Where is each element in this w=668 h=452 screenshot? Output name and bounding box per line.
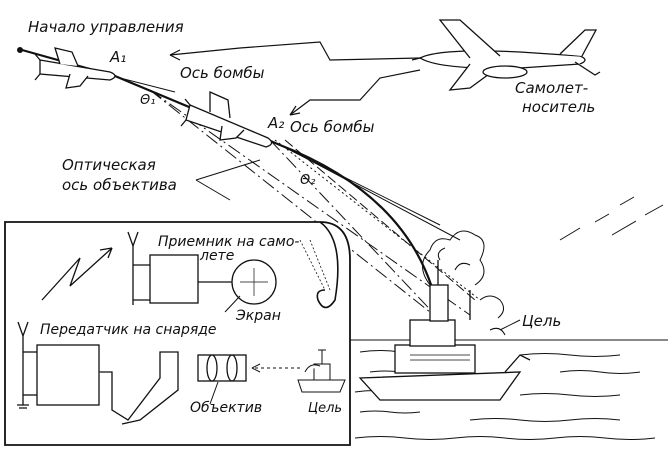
position-a1-label: A₁ — [109, 48, 126, 66]
lens-leader — [209, 381, 219, 405]
lens-icon — [197, 354, 247, 382]
theta2-label: Θ₂ — [300, 173, 315, 188]
guided-bomb-icon — [34, 47, 116, 89]
screen-label: Экран — [235, 308, 281, 324]
receiver-box — [149, 254, 199, 304]
carrier-label-line2: носитель — [522, 98, 595, 116]
receiver-label-line2: лете — [199, 248, 234, 264]
guided-bomb-icon — [180, 90, 273, 148]
sea — [345, 339, 668, 440]
optical-axis-label-line2: ось объектива — [62, 176, 177, 194]
bomb-axis-2-label: Ось бомбы — [290, 118, 375, 136]
bomb-axis-lines — [119, 77, 311, 161]
inset-panel: Приемник на само- лете Экран Передатчик … — [4, 221, 351, 446]
top-labels: Начало управления A₁ Ось бомбы Θ₁ A₂ Ось… — [28, 18, 595, 330]
optical-axis-lines — [149, 89, 481, 321]
camera-housing — [99, 351, 179, 425]
warship-icon — [358, 260, 531, 401]
optical-axis-label-line1: Оптическая — [62, 156, 156, 174]
bomb-axis-1-label: Ось бомбы — [180, 64, 265, 82]
receiver-label-line1: Приемник на само- — [158, 234, 299, 250]
radio-link-arrows — [169, 41, 421, 116]
carrier-aircraft-icon — [411, 19, 601, 91]
position-a2-label: A₂ — [267, 114, 284, 132]
transmitter-box — [36, 344, 100, 406]
antenna-icon — [127, 231, 150, 305]
transmitter-label: Передатчик на снаряде — [40, 322, 217, 338]
screen-icon — [231, 259, 277, 305]
warship-icon — [297, 349, 346, 393]
target-label: Цель — [522, 312, 561, 330]
antenna-icon — [17, 321, 37, 409]
control-start-point — [17, 47, 23, 53]
small-target-label: Цель — [308, 401, 342, 416]
label-leaders — [195, 159, 521, 331]
explosion-smoke — [422, 230, 506, 336]
control-start-label: Начало управления — [28, 18, 184, 36]
carrier-label-line1: Самолет- — [515, 79, 588, 97]
sky-hatching — [559, 196, 664, 241]
lens-label: Объектив — [190, 400, 262, 416]
theta1-label: Θ₁ — [140, 93, 155, 108]
radio-signal-icon — [41, 247, 113, 301]
view-arrow — [251, 363, 300, 373]
